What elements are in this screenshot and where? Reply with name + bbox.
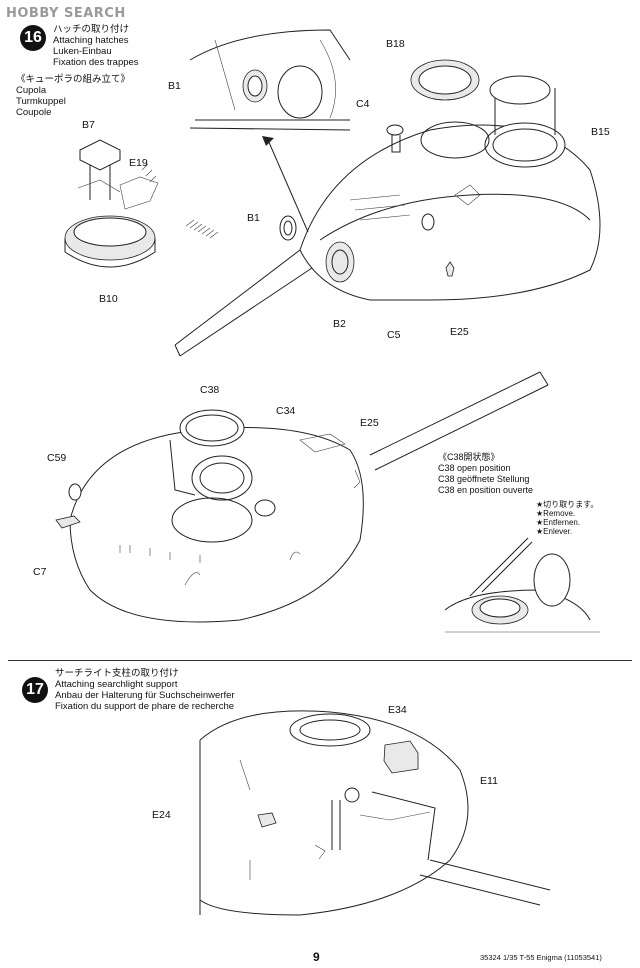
cupola-subtitle-fr: Coupole — [16, 107, 52, 118]
part-label-e11: E11 — [480, 775, 498, 787]
cupola-subtitle: 《キューポラの組み立て》 Cupola Turmkuppel Coupole — [16, 74, 130, 118]
part-label-e25-bottom: E25 — [360, 417, 379, 429]
step-17-title: サーチライト支柱の取り付け Attaching searchlight supp… — [55, 668, 235, 712]
remove-note-jp: ★切り取ります。 — [536, 500, 599, 509]
turret-top-view — [174, 59, 601, 357]
part-label-b15: B15 — [591, 126, 610, 138]
part-label-b7: B7 — [82, 119, 95, 131]
remove-note-de: ★Entfernen. — [536, 518, 581, 527]
part-label-b1-top: B1 — [168, 80, 181, 92]
remove-note-fr: ★Enlever. — [536, 527, 573, 536]
turret-lower-view — [55, 371, 549, 623]
part-label-c5: C5 — [387, 329, 401, 341]
c38-open-inset — [444, 537, 600, 633]
page-number: 9 — [313, 950, 320, 964]
part-label-c4: C4 — [356, 98, 370, 110]
part-label-e24: E24 — [152, 809, 171, 821]
part-label-b1-mid: B1 — [247, 212, 260, 224]
step-17-title-jp: サーチライト支柱の取り付け — [55, 668, 179, 679]
detail-arrow — [267, 139, 309, 233]
part-label-e25-top: E25 — [450, 326, 469, 338]
part-label-c34: C34 — [276, 405, 296, 417]
step-16-title: ハッチの取り付け Attaching hatches Luken-Einbau … — [53, 24, 139, 68]
c38-note-jp: 《C38開状態》 — [438, 452, 500, 462]
part-label-c7: C7 — [33, 566, 47, 578]
searchlight-support-view — [199, 710, 551, 916]
sprue-marks — [185, 219, 219, 239]
step-17-title-de: Anbau der Halterung für Suchscheinwerfer — [55, 690, 235, 701]
cupola-subtitle-de: Turmkuppel — [16, 96, 66, 107]
watermark-logo: HOBBY SEARCH — [6, 6, 126, 21]
step-17-title-en: Attaching searchlight support — [55, 679, 178, 690]
remove-note-en: ★Remove. — [536, 509, 576, 518]
c38-open-position-note: 《C38開状態》 C38 open position C38 geöffnete… — [438, 452, 533, 496]
step-divider — [8, 660, 632, 661]
part-label-b10: B10 — [99, 293, 118, 305]
cupola-subassembly — [64, 139, 159, 268]
part-label-e19: E19 — [129, 157, 148, 169]
arrow-head — [262, 136, 274, 146]
step-number-16: 16 — [20, 25, 46, 51]
step-17-title-fr: Fixation du support de phare de recherch… — [55, 701, 235, 712]
part-label-b2: B2 — [333, 318, 346, 330]
part-label-b18: B18 — [386, 38, 405, 50]
part-label-c38: C38 — [200, 384, 220, 396]
part-label-e34: E34 — [388, 704, 407, 716]
step-16-title-fr: Fixation des trappes — [53, 57, 139, 68]
c38-note-en: C38 open position — [438, 463, 511, 473]
part-label-c59: C59 — [47, 452, 67, 464]
remove-note: ★切り取ります。 ★Remove. ★Entfernen. ★Enlever. — [536, 500, 598, 536]
c38-note-fr: C38 en position ouverte — [438, 485, 534, 495]
step-number-17: 17 — [22, 677, 48, 703]
cupola-subtitle-en: Cupola — [16, 85, 47, 96]
cupola-subtitle-jp: 《キューポラの組み立て》 — [16, 74, 131, 85]
c38-note-de: C38 geöffnete Stellung — [438, 474, 530, 484]
product-code: 35324 1/35 T-55 Enigma (11053541) — [480, 953, 602, 962]
step-16-title-de: Luken-Einbau — [53, 46, 112, 57]
hatch-detail-inset — [189, 29, 351, 131]
step-16-title-en: Attaching hatches — [53, 35, 129, 46]
step-16-title-jp: ハッチの取り付け — [53, 24, 130, 35]
